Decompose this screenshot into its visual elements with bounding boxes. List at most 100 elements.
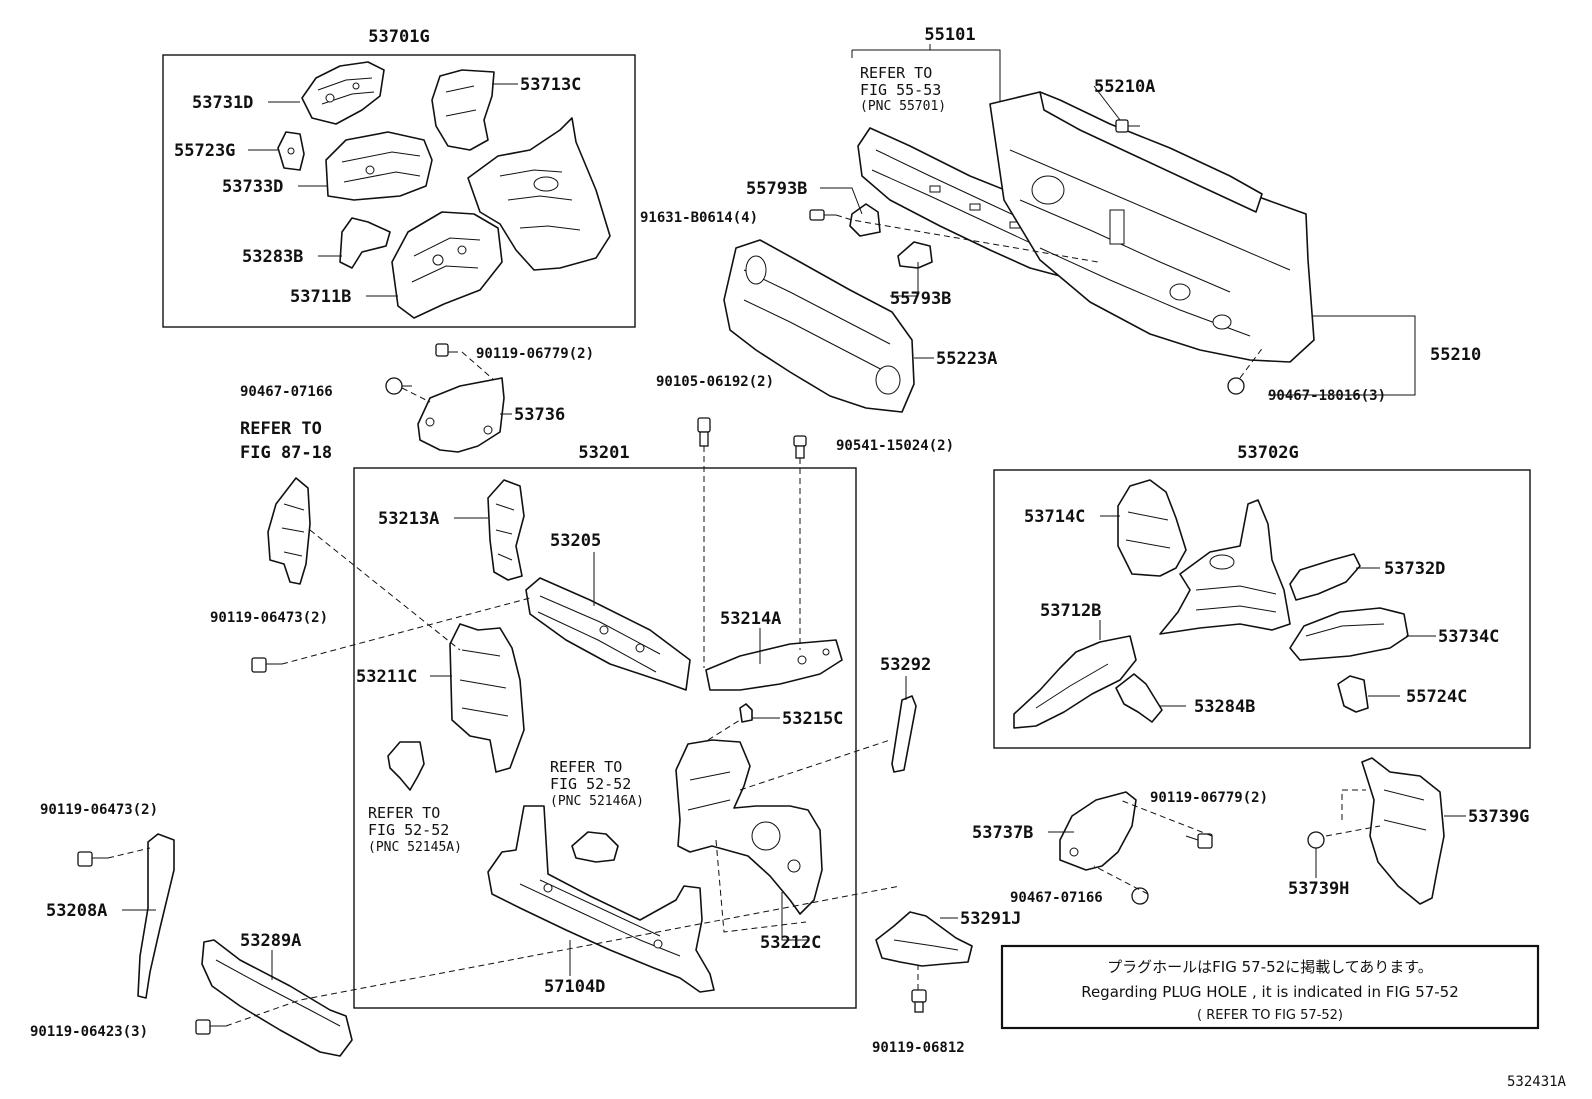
figure-id: 532431A [1507,1074,1567,1090]
group-box-53702G [993,469,1531,749]
label-53291J: 53291J [960,909,1021,929]
part-53734C-shape [1289,607,1409,661]
label-53734C: 53734C [1438,627,1499,647]
part-53739G-shape [1361,757,1445,905]
bolt-icon [251,657,282,673]
label-90119-06473-mid: 90119-06473(2) [210,610,328,626]
ref-87-18-line2: FIG 87-18 [240,443,332,463]
ref-87-18-line1: REFER TO [240,419,322,439]
part-53215C-shape [739,703,753,723]
label-53702G: 53702G [1237,443,1298,463]
part-53714C-shape [1117,479,1187,577]
label-53211C: 53211C [356,667,417,687]
label-90105-06192: 90105-06192(2) [656,374,774,390]
part-53283B-shape [339,217,391,269]
part-57104D-shape [487,805,715,993]
part-53732D-shape [1289,553,1361,601]
ref-52146A-line1: REFER TO [550,758,622,776]
part-53214A-shape [705,639,843,691]
label-53737B: 53737B [972,823,1033,843]
part-53712B-shape [1013,635,1137,729]
part-53205-shape [525,577,691,691]
group-box-53701G [162,54,636,328]
bolt-icon [911,989,927,1013]
part-55724C-shape [1337,675,1369,713]
part-apron-right-shape [1159,499,1291,635]
label-90119-06812: 90119-06812 [872,1040,965,1056]
label-55723G: 55723G [174,141,235,161]
bracket-55101 [851,49,1001,108]
ref-52145A-line2: FIG 52-52 [368,821,449,839]
bolt-icon [809,209,836,221]
label-90467-07166-top: 90467-07166 [240,384,333,400]
part-55210-shape [989,91,1315,363]
label-53215C: 53215C [782,709,843,729]
part-53284B-shape [1115,673,1163,723]
part-53213A-shape [487,479,525,581]
label-53201: 53201 [578,443,629,463]
label-53712B: 53712B [1040,601,1101,621]
label-53732D: 53732D [1384,559,1445,579]
part-53291J-shape [875,911,973,967]
label-55101: 55101 [924,25,975,45]
bolt-icon [1185,833,1213,849]
label-90467-07166-right: 90467-07166 [1010,890,1103,906]
part-53212C-shape [675,739,823,915]
ref-52146A-line3: (PNC 52146A) [550,794,644,809]
label-55793B-a: 55793B [746,179,807,199]
part-53736-shape [417,377,505,453]
label-53733D: 53733D [222,177,283,197]
clip-icon [1307,831,1325,860]
bolt-icon [697,417,711,447]
label-53731D: 53731D [192,93,253,113]
part-53731D-shape [301,61,385,125]
bolt-icon [435,343,458,357]
label-53714C: 53714C [1024,507,1085,527]
label-53739G: 53739G [1468,807,1529,827]
label-90119-06423: 90119-06423(3) [30,1024,148,1040]
ref-55101-line3: (PNC 55701) [860,99,946,114]
label-90119-06779-right: 90119-06779(2) [1150,790,1268,806]
ref-55101-line1: REFER TO [860,64,932,82]
notice-line-jp: プラグホールはFIG 57-52に掲載してあります。 [1107,958,1433,976]
label-53701G: 53701G [368,27,429,47]
notice-line-ref: ( REFER TO FIG 57-52) [1197,1008,1343,1023]
label-90541-15024: 90541-15024(2) [836,438,954,454]
bolt-icon [793,435,807,459]
part-52145A-ref-shape [387,741,425,791]
part-53208A-shape [137,833,175,999]
part-53737B-shape [1059,791,1137,871]
label-57104D: 57104D [544,977,605,997]
ref-52145A-line1: REFER TO [368,804,440,822]
label-53205: 53205 [550,531,601,551]
label-53736: 53736 [514,405,565,425]
part-55723G-shape [277,131,305,171]
clip-icon [385,377,412,395]
label-90467-18016: 90467-18016(3) [1268,388,1386,404]
label-53214A: 53214A [720,609,781,629]
plug-hole-notice-box [1000,944,1540,1030]
label-53292: 53292 [880,655,931,675]
label-90119-06779-top: 90119-06779(2) [476,346,594,362]
label-53711B: 53711B [290,287,351,307]
part-55793B-a-shape [849,203,881,237]
bracket-55210 [1268,315,1416,396]
label-55724C: 55724C [1406,687,1467,707]
part-53711B-shape [391,211,503,319]
part-53289A-shape [201,939,353,1057]
label-53212C: 53212C [760,933,821,953]
label-55210: 55210 [1430,345,1481,365]
label-53283B: 53283B [242,247,303,267]
part-apron-upper-shape [467,117,611,271]
clip-icon [1131,887,1149,905]
part-55223A-shape [723,239,915,413]
part-53211C-shape [449,623,525,773]
part-55793B-b-shape [897,241,933,269]
label-53284B: 53284B [1194,697,1255,717]
ref-52145A-line3: (PNC 52145A) [368,840,462,855]
label-53289A: 53289A [240,931,301,951]
bolt-icon [1115,119,1140,133]
label-55793B-b: 55793B [890,289,951,309]
bolt-icon [77,851,108,867]
